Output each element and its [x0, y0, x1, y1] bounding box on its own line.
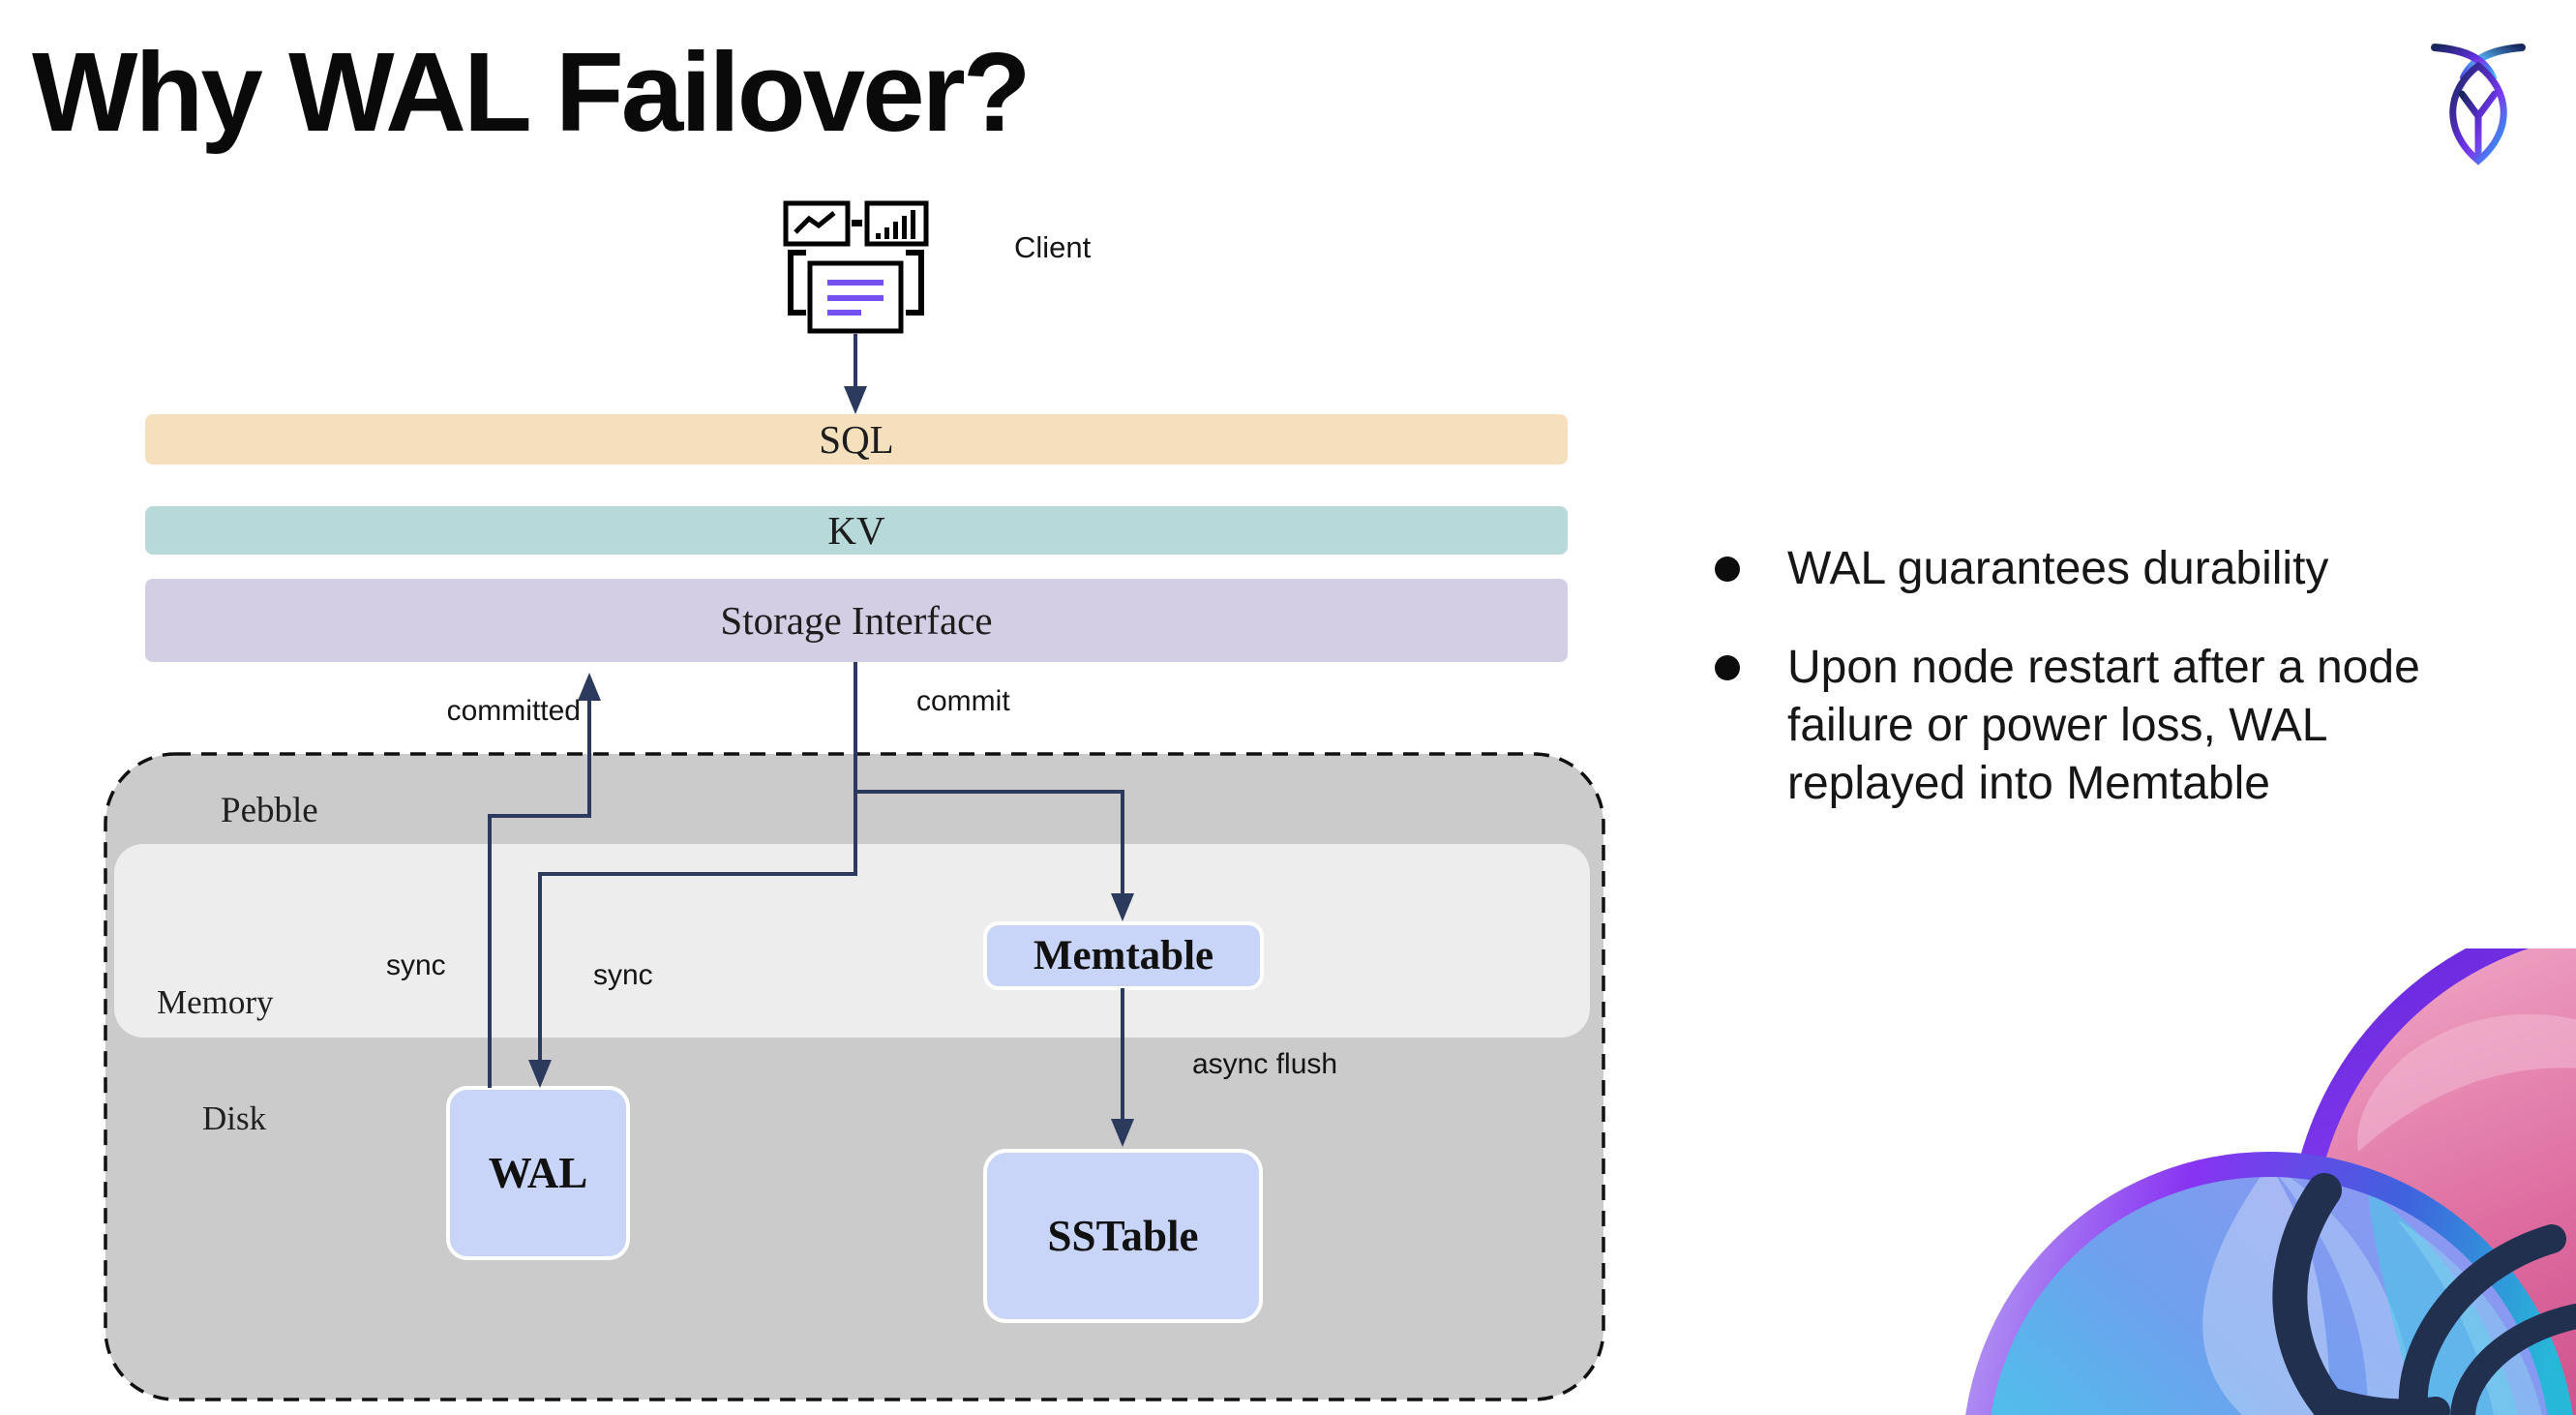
arrowhead-memtable [1111, 893, 1134, 921]
bullet-dot-icon [1715, 655, 1740, 680]
sql-shell-document-icon [807, 260, 904, 334]
pebble-zone-label: Pebble [221, 791, 318, 830]
edge-label-sync-right: sync [593, 959, 653, 991]
edge-label-async-flush: async flush [1192, 1048, 1338, 1080]
commit-to-wal-path [538, 662, 857, 1076]
arrowhead-wal [528, 1060, 552, 1088]
list-item: WAL guarantees durability [1715, 540, 2528, 598]
bullet-list: WAL guarantees durability Upon node rest… [1715, 540, 2528, 854]
layer-bar-kv: KV [145, 506, 1568, 555]
line-chart-icon [783, 200, 851, 247]
arrowhead-storage-up [578, 673, 601, 701]
bullet-text: Upon node restart after a node failure o… [1787, 642, 2420, 809]
wal-box [446, 1086, 630, 1260]
wal-node-label: WAL [488, 1149, 588, 1197]
client-label: Client [1014, 230, 1092, 264]
arrowhead-sql [844, 386, 867, 414]
sstable-node-label: SSTable [1047, 1212, 1199, 1260]
cockroachdb-logo-icon [2431, 44, 2526, 166]
arrowhead-sstable [1111, 1119, 1134, 1147]
bullet-text: WAL guarantees durability [1787, 543, 2329, 594]
edge-label-sync-left: sync [386, 949, 446, 981]
brand-art-graphic [1965, 948, 2576, 1415]
list-item: Upon node restart after a node failure o… [1715, 639, 2528, 813]
edge-label-commit: commit [916, 685, 1010, 717]
layer-bar-storage-interface: Storage Interface [145, 579, 1568, 662]
bar-chart-icon [864, 200, 929, 247]
edge-label-committed: committed [446, 695, 581, 727]
storage-interface-layer-label: Storage Interface [720, 598, 993, 643]
disk-zone-label: Disk [202, 1099, 267, 1137]
sstable-box [983, 1149, 1263, 1323]
page-title: Why WAL Failover? [32, 29, 1032, 155]
bullet-dot-icon [1715, 557, 1740, 582]
memtable-node-label: Memtable [1033, 933, 1214, 978]
wal-committed-path [488, 684, 591, 1088]
layer-bar-sql: SQL [145, 414, 1568, 465]
sql-layer-label: SQL [819, 417, 894, 462]
kv-layer-label: KV [827, 508, 885, 553]
commit-to-memtable-branch [855, 790, 1124, 910]
terminal-brackets-icon [788, 250, 924, 316]
dash-connector [852, 220, 862, 226]
memory-zone-label: Memory [157, 983, 274, 1021]
client-icon [783, 200, 929, 334]
